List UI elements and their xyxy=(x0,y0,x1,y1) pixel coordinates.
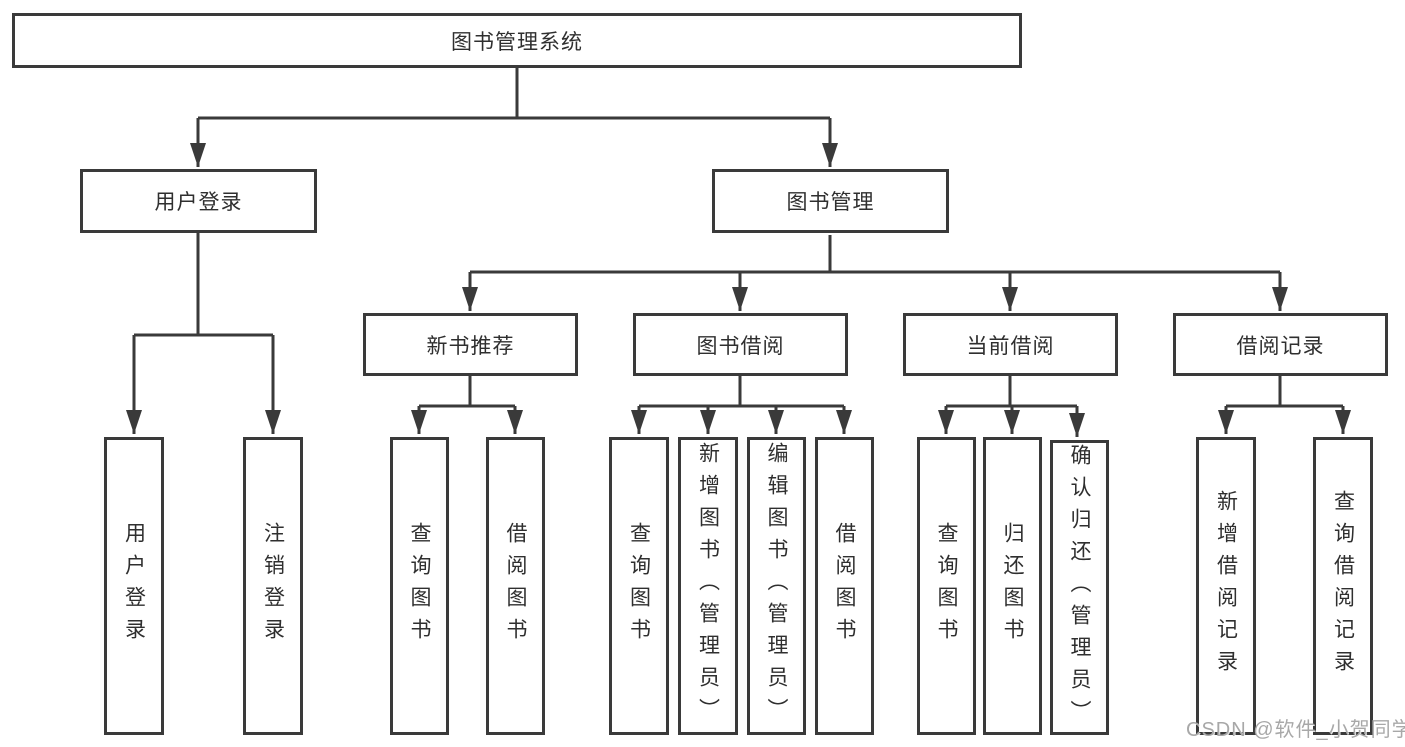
node-logout-action: 注销登录 xyxy=(243,437,303,735)
node-book-borrowing: 图书借阅 xyxy=(633,313,848,376)
node-user-login-action: 用户登录 xyxy=(104,437,164,735)
node-query-books-recommend: 查询图书 xyxy=(390,437,449,735)
node-confirm-return-admin: 确认归还（管理员） xyxy=(1050,440,1109,735)
node-borrowing-records: 借阅记录 xyxy=(1173,313,1388,376)
node-add-borrow-record: 新增借阅记录 xyxy=(1196,437,1256,735)
node-root: 图书管理系统 xyxy=(12,13,1022,68)
node-user-login-branch: 用户登录 xyxy=(80,169,317,233)
node-edit-books-admin: 编辑图书（管理员） xyxy=(747,437,806,735)
node-query-books-current: 查询图书 xyxy=(917,437,976,735)
node-query-books-borrow: 查询图书 xyxy=(609,437,669,735)
node-new-book-recommendation: 新书推荐 xyxy=(363,313,578,376)
node-current-borrowing: 当前借阅 xyxy=(903,313,1118,376)
csdn-watermark: CSDN @软件_小贺同学 xyxy=(1186,719,1405,741)
node-borrow-books-action: 借阅图书 xyxy=(815,437,874,735)
node-add-books-admin: 新增图书（管理员） xyxy=(678,437,738,735)
node-book-management-branch: 图书管理 xyxy=(712,169,949,233)
node-query-borrow-record: 查询借阅记录 xyxy=(1313,437,1373,735)
node-borrow-books-recommend: 借阅图书 xyxy=(486,437,545,735)
node-return-books: 归还图书 xyxy=(983,437,1042,735)
